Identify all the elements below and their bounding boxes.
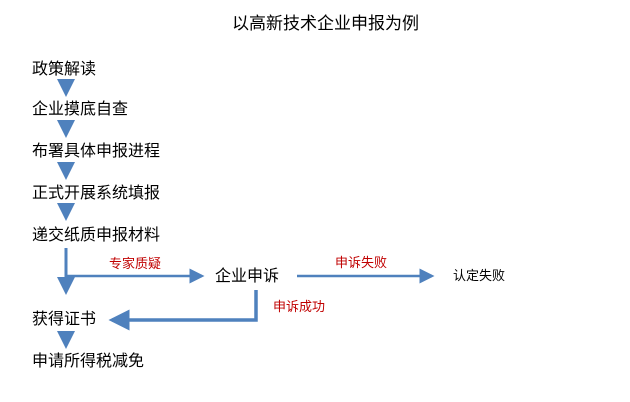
appeal-success-arrow (108, 290, 258, 331)
step-get-certificate: 获得证书 (32, 309, 97, 328)
label-appeal-success: 申诉成功 (273, 300, 326, 315)
step-submit-materials: 递交纸质申报材料 (32, 225, 161, 244)
step-system-filing: 正式开展系统填报 (32, 183, 161, 202)
node-certification-failed: 认定失败 (453, 269, 506, 284)
diagram-title: 以高新技术企业申报为例 (232, 14, 419, 34)
label-appeal-failed: 申诉失败 (335, 256, 388, 271)
node-enterprise-appeal: 企业申诉 (215, 266, 280, 285)
step-tax-reduction: 申请所得税减免 (32, 351, 145, 370)
step-self-check: 企业摸底自查 (32, 99, 129, 118)
label-expert-challenge: 专家质疑 (109, 257, 162, 272)
step-plan-progress: 布署具体申报进程 (32, 141, 161, 160)
step-policy-reading: 政策解读 (32, 59, 97, 78)
